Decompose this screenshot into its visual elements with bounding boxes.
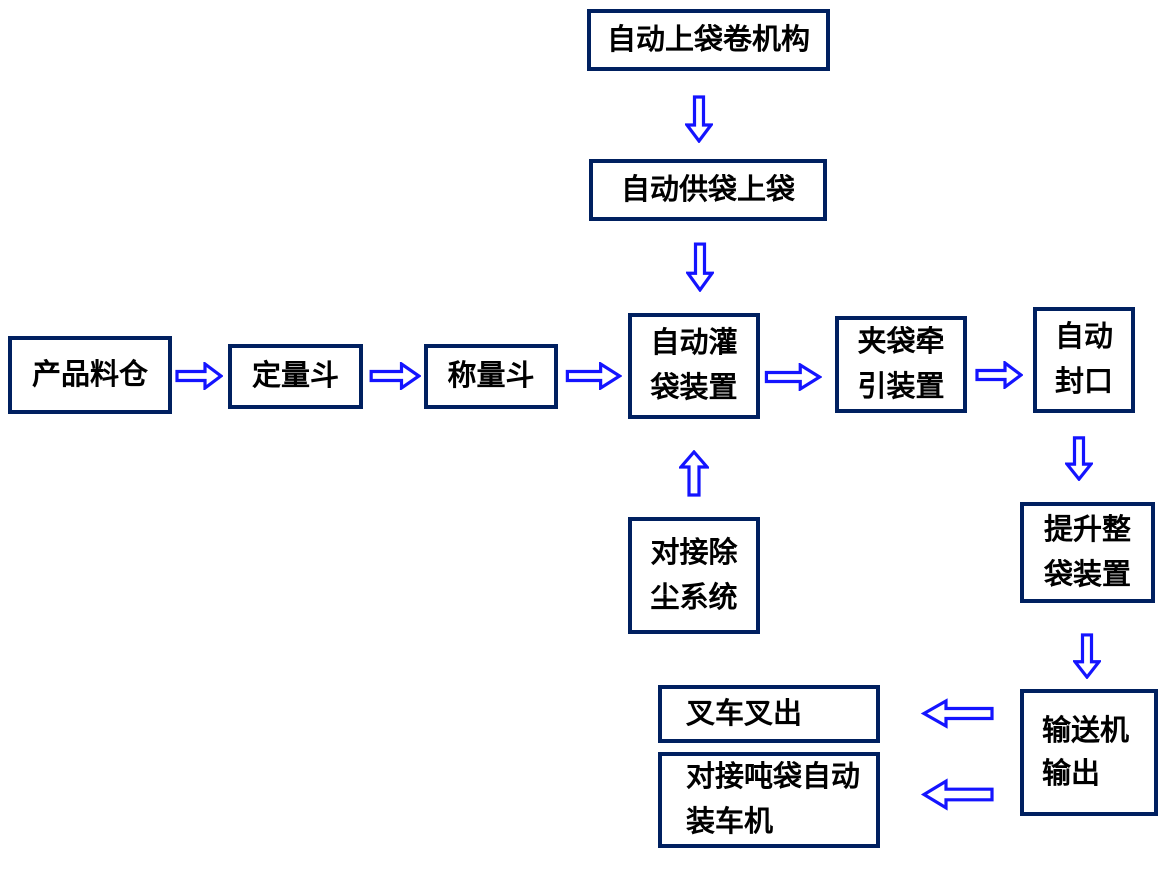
node-label: 夹袋牵 <box>857 325 945 358</box>
node-dust-removal-docking: 对接除 尘系统 <box>628 517 760 634</box>
node-label: 产品料仓 <box>31 358 148 391</box>
node-forklift-out: 叉车叉出 <box>658 685 880 743</box>
node-auto-bag-filling: 自动灌 袋装置 <box>628 313 760 419</box>
node-dosing-hopper: 定量斗 <box>228 344 363 409</box>
arrow-down-icon <box>1065 436 1093 481</box>
arrow-down-icon <box>1073 633 1101 679</box>
node-auto-bag-supply: 自动供袋上袋 <box>589 159 827 221</box>
arrow-down-icon <box>686 242 714 292</box>
arrow-left-icon <box>920 778 994 811</box>
node-label: 自动供袋上袋 <box>620 173 795 206</box>
node-conveyor-output: 输送机 输出 <box>1020 689 1158 816</box>
node-label: 自动灌 <box>650 327 738 359</box>
node-auto-bag-roll-feeder: 自动上袋卷机构 <box>587 9 830 71</box>
node-label: 自动 <box>1054 321 1113 353</box>
arrow-right-icon <box>565 362 622 390</box>
node-label: 输出 <box>1042 757 1101 790</box>
node-product-silo: 产品料仓 <box>8 336 172 414</box>
arrow-down-icon <box>685 95 713 143</box>
node-weighing-hopper: 称量斗 <box>424 344 558 409</box>
node-label: 自动上袋卷机构 <box>606 23 810 56</box>
node-label: 装车机 <box>686 806 774 838</box>
node-label: 输送机 <box>1042 714 1130 747</box>
node-label: 对接除 <box>650 536 738 569</box>
node-label: 封口 <box>1054 366 1113 398</box>
arrow-right-icon <box>764 363 822 391</box>
node-auto-sealing: 自动 封口 <box>1033 307 1135 413</box>
node-label: 尘系统 <box>650 581 738 614</box>
arrow-left-icon <box>920 698 994 729</box>
node-label: 提升整 <box>1043 513 1131 546</box>
node-label: 引装置 <box>857 370 945 403</box>
node-label: 叉车叉出 <box>686 697 803 730</box>
node-label: 定量斗 <box>251 360 339 392</box>
node-bag-clamp-traction: 夹袋牵 引装置 <box>835 316 967 413</box>
arrow-right-icon <box>975 361 1023 389</box>
node-label: 称量斗 <box>447 360 535 392</box>
node-ton-bag-truck-loader: 对接吨袋自动 装车机 <box>658 752 880 848</box>
node-label: 对接吨袋自动 <box>686 761 861 793</box>
arrow-right-icon <box>369 362 421 390</box>
arrow-up-icon <box>679 450 709 497</box>
node-bag-lifting-device: 提升整 袋装置 <box>1020 502 1155 603</box>
arrow-right-icon <box>175 362 223 390</box>
node-label: 袋装置 <box>650 372 738 404</box>
node-label: 袋装置 <box>1043 558 1131 591</box>
